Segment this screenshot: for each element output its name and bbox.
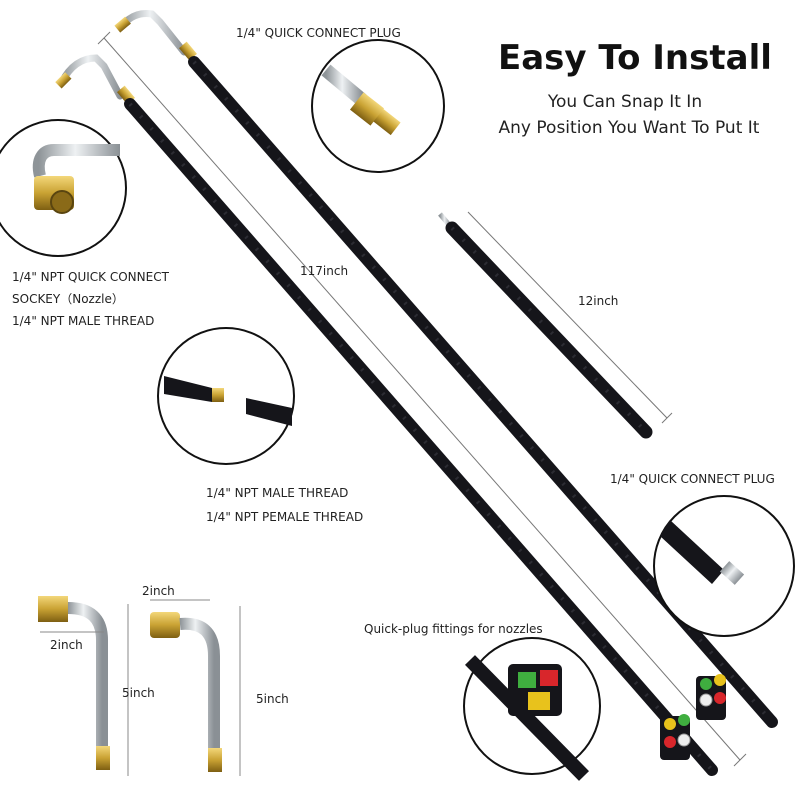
detail-circle-socket bbox=[0, 119, 127, 257]
dimension-line-117 bbox=[97, 31, 747, 767]
wand-short bbox=[438, 212, 653, 439]
label-male-thread-left: 1/4" NPT MALE THREAD bbox=[12, 314, 155, 328]
detail-circle-threads bbox=[157, 327, 295, 465]
wand-left bbox=[55, 54, 718, 776]
subtitle-line-1: You Can Snap It In bbox=[547, 92, 703, 112]
label-length-12: 12inch bbox=[578, 294, 619, 308]
label-male-thread-mid: 1/4" NPT MALE THREAD bbox=[206, 486, 349, 500]
detail-circle-nozzles bbox=[463, 637, 601, 781]
label-length-117: 117inch bbox=[300, 264, 349, 278]
dimension-line-12 bbox=[467, 211, 673, 424]
label-socket-line1: 1/4" NPT QUICK CONNECT bbox=[12, 270, 169, 284]
label-socket-line2: SOCKEY（Nozzle） bbox=[12, 292, 124, 306]
label-elbow2-height: 5inch bbox=[256, 692, 289, 706]
label-plug-right: 1/4" QUICK CONNECT PLUG bbox=[610, 472, 775, 486]
nozzle-cluster-right bbox=[696, 674, 726, 720]
elbow-left bbox=[38, 596, 129, 776]
label-female-thread-mid: 1/4" NPT PEMALE THREAD bbox=[206, 510, 364, 524]
page-title: Easy To Install bbox=[498, 38, 772, 78]
label-plug-top: 1/4" QUICK CONNECT PLUG bbox=[236, 26, 401, 40]
label-elbow2-width: 2inch bbox=[142, 584, 175, 598]
label-elbow1-height: 5inch bbox=[122, 686, 155, 700]
label-elbow1-width: 2inch bbox=[50, 638, 83, 652]
label-nozzle-fittings: Quick-plug fittings for nozzles bbox=[364, 622, 543, 636]
detail-circle-plug-right bbox=[653, 495, 795, 637]
elbow-right bbox=[150, 599, 241, 776]
nozzle-cluster-left bbox=[660, 714, 691, 760]
subtitle-line-2: Any Position You Want To Put It bbox=[498, 118, 760, 138]
detail-circle-plug-top bbox=[311, 39, 445, 173]
